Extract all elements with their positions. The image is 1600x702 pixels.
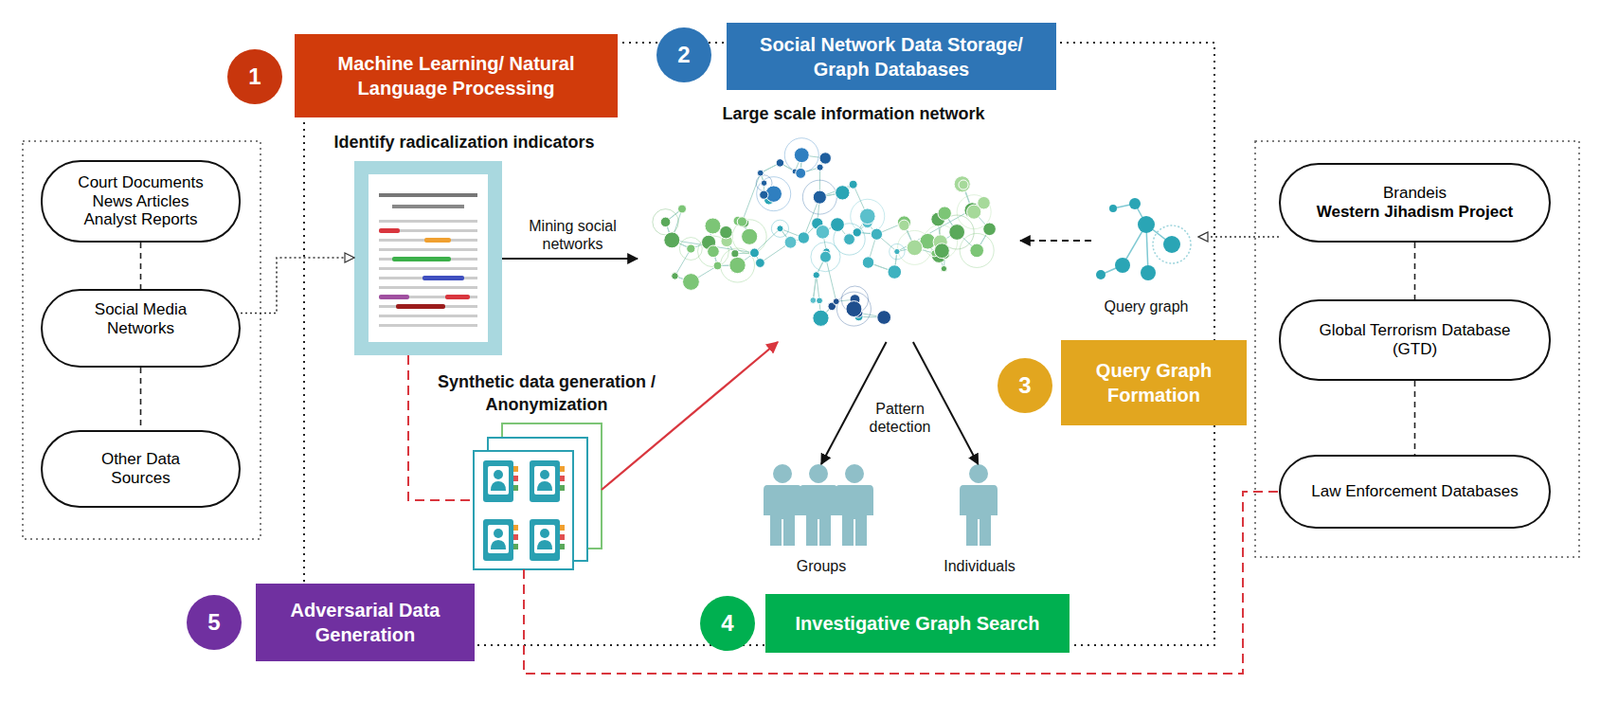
synthetic-cards (473, 423, 602, 570)
callout-number: 4 (700, 595, 756, 651)
figure-node: Individuals (958, 464, 998, 546)
node-text: Query graph (1104, 297, 1189, 318)
annotation: Pattern detection (858, 399, 942, 436)
connector (601, 341, 778, 490)
callout-circles (186, 27, 1053, 651)
node-text: Synthetic data generation / Anonymizatio… (413, 371, 680, 416)
node-text: Other Data Sources (71, 449, 211, 487)
node-text: Individuals (943, 557, 1016, 577)
callout-number: 1 (227, 49, 283, 105)
callout-number: 3 (997, 358, 1053, 414)
node-text: Law Enforcement Databases (1311, 482, 1518, 502)
source-container (1255, 141, 1580, 558)
node-text: Adversarial Data Generation (269, 597, 462, 648)
connector (140, 242, 143, 289)
connector (1198, 235, 1279, 238)
node-text: Court Documents News Articles Analyst Re… (71, 173, 211, 230)
node-text: Global Terrorism Database (GTD) (1299, 321, 1530, 359)
node-text: Large scale information network (721, 103, 985, 126)
node-text: Investigative Graph Search (795, 611, 1041, 636)
edge-label: Mining social networks (511, 216, 635, 253)
figure-node: Identify radicalization indicators (354, 161, 503, 356)
people-icons (763, 464, 998, 546)
figure-node: Query graph (1091, 194, 1199, 287)
source-pill: BrandeisWestern Jihadism Project (1278, 162, 1551, 243)
node-text: Query Graph Formation (1074, 358, 1234, 408)
connector (523, 491, 1279, 674)
node-text: Social Media Networks (71, 300, 211, 338)
connector (240, 257, 355, 314)
figure-node: Large scale information network (637, 132, 1021, 342)
module-box: Social Network Data Storage/ Graph Datab… (726, 22, 1057, 90)
module-box: Machine Learning/ Natural Language Proce… (294, 34, 618, 118)
source-container (22, 141, 261, 540)
node-text: Machine Learning/ Natural Language Proce… (307, 51, 605, 101)
node-text: Groups (796, 557, 846, 577)
source-pill: Social Media Networks (40, 288, 241, 368)
callout-number: 2 (656, 27, 712, 83)
query-graph (1096, 197, 1191, 281)
module-box: Investigative Graph Search (765, 593, 1070, 653)
module-box: Adversarial Data Generation (255, 583, 475, 662)
connector (140, 367, 143, 431)
connector (1020, 239, 1092, 242)
figure-node: Groups (763, 464, 873, 546)
module-box: Query Graph Formation (1060, 340, 1247, 426)
node-text: Brandeis (1383, 183, 1447, 203)
source-pill: Court Documents News Articles Analyst Re… (40, 160, 241, 243)
connector (1414, 380, 1417, 455)
figure-node: Synthetic data generation / Anonymizatio… (473, 423, 602, 570)
node-text: Identify radicalization indicators (333, 131, 594, 154)
node-text: Western Jihadism Project (1316, 202, 1514, 222)
node-text: Social Network Data Storage/ Graph Datab… (739, 32, 1043, 82)
source-pill: Global Terrorism Database (GTD) (1278, 299, 1551, 381)
network-cloud (652, 138, 997, 327)
connector (502, 257, 638, 260)
source-pill: Law Enforcement Databases (1278, 454, 1551, 529)
connector (1414, 242, 1417, 300)
callout-number: 5 (186, 594, 242, 650)
source-pill: Other Data Sources (40, 430, 241, 508)
document-illustration (354, 161, 503, 356)
